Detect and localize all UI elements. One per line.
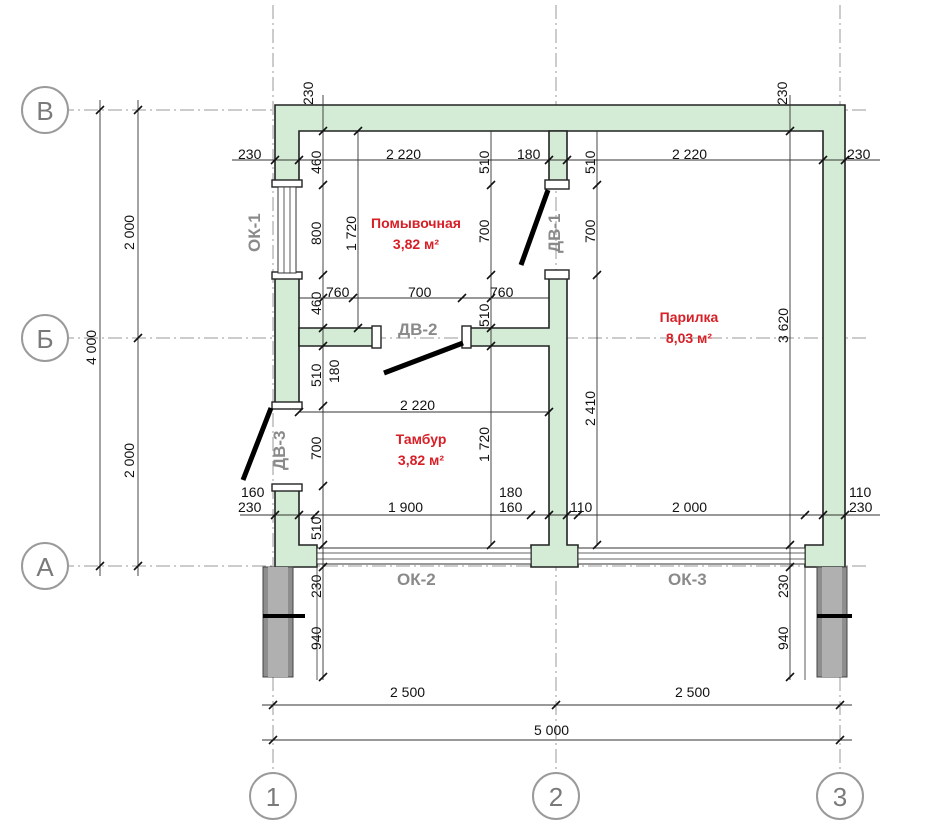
dim-text: 230 — [238, 499, 262, 515]
axis-bubble-2: 2 — [532, 772, 580, 820]
tag-ok1: ОК-1 — [245, 213, 264, 252]
room-area-steam: 8,03 м² — [666, 330, 712, 346]
dim-text: 230 — [774, 81, 790, 105]
dim-text: 760 — [326, 284, 350, 300]
axis-bubble-a: А — [21, 542, 69, 590]
dim-text: 700 — [582, 219, 598, 243]
element-tags: ОК-1 ОК-2 ОК-3 ДВ-1 ДВ-2 ДВ-3 — [245, 213, 707, 589]
dim-text: 510 — [308, 363, 324, 387]
dim-text: 2 500 — [675, 684, 710, 700]
axis-bubble-3: 3 — [816, 772, 864, 820]
tag-dv2: ДВ-2 — [398, 320, 438, 339]
dim-text: 1 900 — [388, 499, 423, 515]
tag-dv1: ДВ-1 — [545, 213, 564, 253]
dim-text: 1 720 — [343, 216, 359, 251]
svg-text:2: 2 — [549, 782, 563, 812]
dim-text: 180 — [499, 484, 523, 500]
axis-bubble-b: Б — [21, 314, 69, 362]
axis-bubbles: В Б А 1 2 3 — [21, 86, 864, 820]
dim-text: 460 — [308, 291, 324, 315]
dim-text: 2 000 — [121, 215, 137, 250]
dim-text: 2 220 — [386, 146, 421, 162]
dim-text: 230 — [300, 81, 316, 105]
dim-text: 4 000 — [83, 330, 99, 365]
dim-text: 110 — [849, 484, 872, 500]
door-jamb — [271, 483, 303, 492]
dim-text: 230 — [849, 499, 873, 515]
dim-text: 940 — [775, 626, 791, 650]
dim-text: 510 — [308, 516, 324, 540]
dim-text: 180 — [517, 146, 541, 162]
outer-wall-left-mid — [274, 274, 300, 407]
dim-text: 760 — [490, 284, 514, 300]
dim-text: 230 — [847, 146, 871, 162]
dim-text: 110 — [570, 499, 593, 515]
door-jamb — [371, 325, 382, 349]
dim-text: 3 620 — [775, 308, 791, 343]
partition-left — [298, 327, 379, 347]
dim-text: 230 — [775, 574, 791, 598]
foundation-posts — [262, 566, 852, 678]
walls — [271, 104, 846, 568]
door-jamb — [544, 269, 570, 280]
dim-text: 160 — [241, 484, 265, 500]
dim-text: 700 — [308, 436, 324, 460]
dim-text: 510 — [582, 150, 598, 174]
dim-text: 180 — [326, 359, 342, 383]
axis-bubble-1: 1 — [249, 772, 297, 820]
dim-text: 2 220 — [672, 146, 707, 162]
dim-text: 510 — [476, 303, 492, 327]
dim-text: 700 — [408, 284, 432, 300]
doors — [240, 189, 551, 481]
dim-text: 230 — [238, 146, 262, 162]
door-jamb — [271, 179, 303, 188]
axis-bubble-v: В — [21, 86, 69, 134]
svg-text:В: В — [36, 96, 53, 126]
dim-text: 1 720 — [476, 427, 492, 462]
svg-text:1: 1 — [266, 782, 280, 812]
dim-text: 700 — [476, 219, 492, 243]
dim-text: 230 — [308, 574, 324, 598]
room-area-washroom: 3,82 м² — [393, 236, 439, 252]
room-name-vestibule: Тамбур — [396, 431, 447, 447]
dim-text: 2 220 — [400, 397, 435, 413]
dim-text: 2 000 — [121, 443, 137, 478]
svg-text:Б: Б — [36, 324, 53, 354]
dim-text: 940 — [308, 626, 324, 650]
dim-text: 510 — [476, 150, 492, 174]
tag-ok2: ОК-2 — [397, 570, 436, 589]
room-area-vestibule: 3,82 м² — [398, 452, 444, 468]
svg-text:3: 3 — [833, 782, 847, 812]
room-name-washroom: Помывочная — [371, 215, 461, 231]
tag-ok3: ОК-3 — [668, 570, 707, 589]
windows — [277, 186, 806, 680]
room-name-steam: Парилка — [660, 309, 719, 325]
tag-dv3: ДВ-3 — [270, 430, 289, 470]
dim-text: 160 — [499, 499, 523, 515]
svg-text:А: А — [36, 552, 54, 582]
dimension-lines — [95, 95, 880, 745]
dim-text: 2 500 — [390, 684, 425, 700]
dimension-texts: 230 230 230 230 2 220 2 220 180 460 510 … — [83, 81, 873, 738]
door-jamb — [544, 179, 570, 190]
dim-text: 2 410 — [582, 391, 598, 426]
dim-text: 800 — [308, 221, 324, 245]
door-jamb — [461, 325, 472, 349]
dim-text: 5 000 — [534, 722, 569, 738]
door-jamb — [271, 401, 303, 410]
room-labels: Помывочная 3,82 м² Парилка 8,03 м² Тамбу… — [371, 215, 719, 468]
dim-text: 460 — [308, 150, 324, 174]
dim-text: 2 000 — [672, 499, 707, 515]
